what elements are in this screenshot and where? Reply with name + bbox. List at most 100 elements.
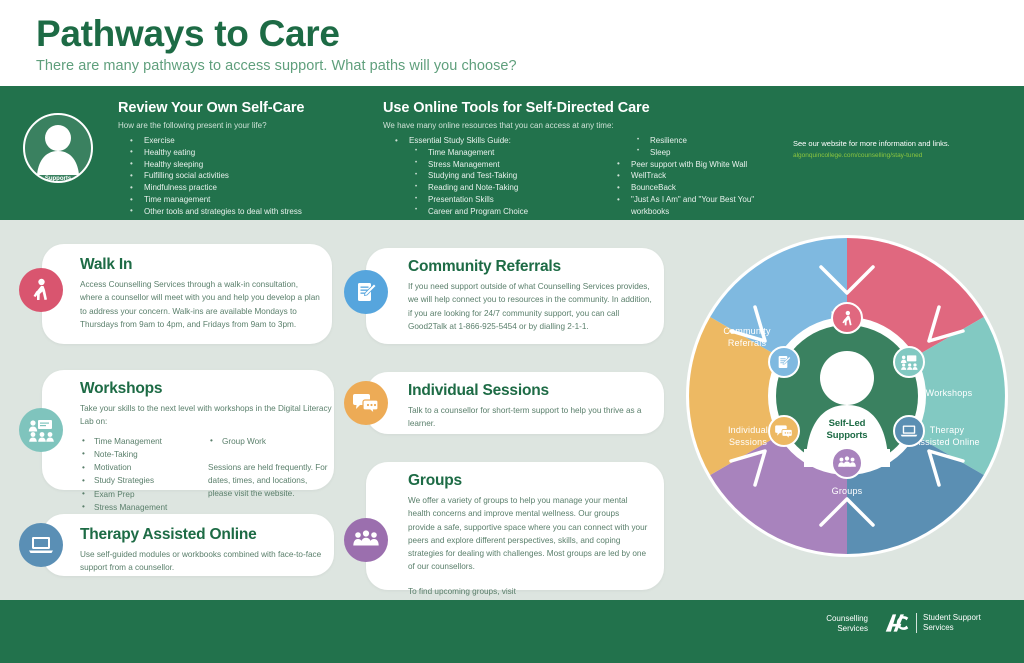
list-item: WellTrack — [605, 170, 783, 182]
list-item: Time Management — [80, 434, 208, 448]
document-pen-glyph — [358, 283, 377, 301]
list-item: Other tools and strategies to deal with … — [118, 205, 373, 218]
person-silhouette-icon — [37, 125, 79, 175]
card-body: We offer a variety of groups to help you… — [408, 496, 648, 572]
card-body: Talk to a counsellor for short-term supp… — [408, 406, 642, 429]
speech-bubbles-icon — [344, 381, 388, 425]
speech-bubbles-glyph — [353, 394, 379, 414]
wheel-label-community-referrals: Community Referrals — [723, 326, 771, 348]
wheel-icon-therapy-assisted-online[interactable] — [893, 415, 925, 447]
card-workshops: Workshops Take your skills to the next l… — [42, 370, 334, 514]
groups-link-intro: To find upcoming groups, visit — [408, 586, 516, 596]
page-title: Pathways to Care — [36, 13, 340, 54]
page-subtitle: There are many pathways to access suppor… — [36, 57, 517, 74]
self-care-section: Review Your Own Self-Care How are the fo… — [118, 100, 373, 218]
title-area: Pathways to Care There are many pathways… — [36, 14, 736, 74]
document-pen-icon — [344, 270, 388, 314]
online-tools-subheading: We have many online resources that you c… — [383, 121, 614, 130]
list-item: Time Management — [383, 147, 605, 159]
website-link[interactable]: algonquincollege.com/counselling/stay-tu… — [793, 151, 923, 159]
list-item: Motivation — [80, 461, 208, 475]
card-title: Workshops — [80, 380, 163, 397]
online-resources-list: Resilience Sleep Peer support with Big W… — [605, 135, 783, 218]
card-body: Use self-guided modules or workbooks com… — [80, 550, 322, 573]
presentation-class-icon — [19, 408, 63, 452]
list-item: Sleep — [605, 147, 783, 159]
card-body: Access Counselling Services through a wa… — [80, 280, 320, 329]
walking-person-icon — [19, 268, 63, 312]
workshops-list-right: Group Work — [208, 434, 328, 448]
card-walk-in: Walk In Access Counselling Services thro… — [42, 244, 332, 344]
footer-counselling-services: Counselling Services — [810, 614, 868, 635]
document-pen-glyph — [778, 356, 792, 368]
wheel-center-line2: Supports — [826, 429, 868, 441]
wheel-label-individual-sessions: Individual Sessions — [727, 425, 769, 447]
laptop-glyph — [29, 537, 53, 553]
self-care-list: Exercise Healthy eating Healthy sleeping… — [118, 135, 373, 218]
workshops-note: Sessions are held frequently. For dates,… — [208, 462, 328, 499]
footer-sss-line2: Services — [923, 623, 954, 632]
wheel-icon-workshops[interactable] — [893, 346, 925, 378]
wheel-icon-community-referrals[interactable] — [768, 346, 800, 378]
card-title: Individual Sessions — [408, 382, 549, 399]
footer-counselling-line1: Counselling — [826, 614, 868, 623]
avatar-label-line2: Supports — [44, 175, 72, 182]
list-item: Exam Prep — [80, 487, 208, 501]
footer-band — [0, 600, 1024, 663]
list-item: Resilience — [605, 135, 783, 147]
presentation-class-glyph — [28, 420, 54, 442]
list-item: Exercise — [118, 135, 373, 147]
footer-logo: Student Support Services — [884, 612, 981, 634]
wheel-center-label: Self-Led Supports — [797, 418, 897, 442]
online-tools-heading: Use Online Tools for Self-Directed Care — [383, 100, 650, 116]
wheel-icon-walk-in[interactable] — [831, 302, 863, 334]
card-title: Therapy Assisted Online — [80, 526, 257, 543]
list-item: Time management — [118, 194, 373, 206]
list-item: Mindfulness practice — [118, 182, 373, 194]
card-body: If you need support outside of what Coun… — [408, 282, 652, 331]
list-item: Essential Study Skills Guide: — [383, 135, 605, 147]
people-group-glyph — [353, 530, 379, 546]
list-item: Healthy eating — [118, 146, 373, 159]
list-item: Note-Taking — [80, 447, 208, 461]
presentation-class-glyph — [900, 355, 918, 370]
card-body: Take your skills to the next level with … — [80, 404, 332, 427]
wheel-center-line1: Self-Led — [828, 418, 866, 429]
card-title: Walk In — [80, 256, 133, 273]
list-item: Group Work — [208, 434, 328, 448]
list-item: Stress Management — [383, 159, 605, 171]
list-item: Peer support with Big White Wall — [605, 158, 783, 171]
study-skills-list: Essential Study Skills Guide: Time Manag… — [383, 135, 605, 218]
laptop-icon — [19, 523, 63, 567]
list-item: Career and Program Choice — [383, 206, 605, 218]
list-item: Fulfilling social activities — [118, 170, 373, 182]
people-group-icon — [344, 518, 388, 562]
laptop-glyph — [900, 425, 918, 437]
footer-counselling-line2: Services — [837, 624, 868, 634]
list-item: BounceBack — [605, 182, 783, 194]
list-item: Reading and Note-Taking — [383, 182, 605, 194]
list-item: Stress Management — [80, 500, 208, 514]
footer-student-support-services: Student Support Services — [923, 613, 981, 634]
walking-person-glyph — [33, 278, 47, 300]
pathways-wheel: Walk-In Workshops Therapy Assisted Onlin… — [684, 233, 1010, 559]
self-care-heading: Review Your Own Self-Care — [118, 100, 305, 116]
card-title: Groups — [408, 472, 462, 489]
wheel-icon-individual-sessions[interactable] — [768, 415, 800, 447]
workshops-list-left: Time Management Note-Taking Motivation S… — [80, 434, 208, 515]
card-title: Community Referrals — [408, 258, 561, 275]
wheel-label-groups: Groups — [831, 486, 863, 496]
avatar-label-line1: Self-Led — [46, 168, 70, 174]
website-note: See our website for more information and… — [793, 139, 1008, 160]
wheel-icon-groups[interactable] — [831, 447, 863, 479]
algonquin-college-logo-icon — [885, 614, 909, 632]
wheel-label-therapy-assisted-online: Therapy Assisted Online — [914, 425, 980, 447]
walking-person-glyph — [841, 310, 852, 325]
speech-bubbles-glyph — [775, 424, 793, 439]
card-groups: Groups We offer a variety of groups to h… — [366, 462, 664, 609]
list-item: Study Strategies — [80, 474, 208, 488]
card-individual-sessions: Individual Sessions Talk to a counsellor… — [366, 372, 664, 434]
wheel-label-workshops: Workshops — [925, 388, 973, 398]
online-tools-section: Use Online Tools for Self-Directed Care … — [383, 100, 783, 218]
